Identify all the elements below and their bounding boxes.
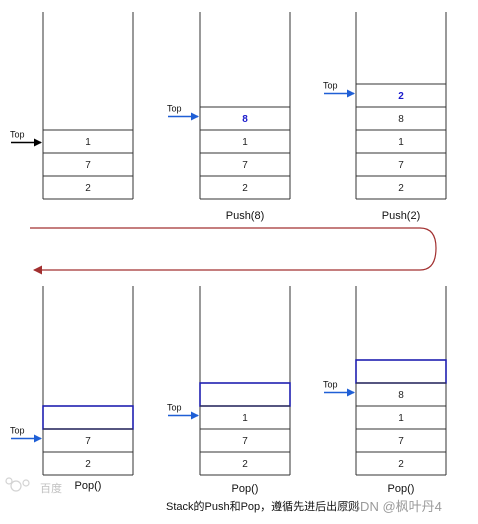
stack-cell-value: 1: [398, 137, 404, 148]
top-pointer-label: Top: [10, 426, 25, 436]
footer-caption: Stack的Push和Pop，遵循先进后出原则: [166, 499, 359, 513]
stack-cell-value: 2: [242, 459, 248, 470]
popped-slot: [355, 359, 447, 384]
stack-cell-value: 2: [242, 183, 248, 194]
stack-cell-value: 7: [242, 160, 248, 171]
top-pointer-label: Top: [323, 380, 338, 390]
stack-1: 1 7 2 Top: [10, 12, 134, 200]
stack-cell-value: 2: [398, 459, 404, 470]
caption-pop-2: Pop(): [232, 483, 259, 495]
stack-cell-value: 1: [398, 413, 404, 424]
popped-slot: [199, 382, 291, 407]
top-pointer-label: Top: [167, 104, 182, 114]
csdn-watermark: CSDN @枫叶丹4: [342, 499, 442, 514]
baidu-watermark: 百度: [40, 481, 62, 495]
baidu-logo-icon: [5, 477, 30, 492]
popped-slot: [42, 405, 134, 430]
stack-cell-value: 1: [242, 137, 248, 148]
stack-cell-value: 2: [85, 459, 91, 470]
stack-cell-value: 7: [85, 160, 91, 171]
stack-cell-value: 1: [85, 137, 91, 148]
stack-cell-value: 7: [242, 436, 248, 447]
stack-cell-value: 8: [398, 390, 404, 401]
top-pointer-label: Top: [323, 81, 338, 91]
stack-cell-value: 7: [85, 436, 91, 447]
stack-cell-value: 2: [398, 183, 404, 194]
top-pointer-label: Top: [10, 130, 25, 140]
flow-arrow: [30, 227, 437, 275]
stack-cell-value: 8: [398, 114, 404, 125]
stack-5: 1 7 2 Top: [167, 286, 291, 476]
caption-push-8: Push(8): [226, 210, 265, 222]
stack-cell-value: 7: [398, 160, 404, 171]
caption-pop-1: Pop(): [75, 480, 102, 492]
stack-cell-value: 2: [398, 91, 404, 102]
stack-cell-value: 8: [242, 114, 248, 125]
stack-4: 7 2 Top: [10, 286, 134, 476]
caption-push-2: Push(2): [382, 210, 421, 222]
top-pointer-label: Top: [167, 403, 182, 413]
stack-3: 2 8 1 7 2 Top: [323, 12, 447, 200]
caption-pop-3: Pop(): [388, 483, 415, 495]
stack-cell-value: 1: [242, 413, 248, 424]
stack-cell-value: 2: [85, 183, 91, 194]
stack-cell-value: 7: [398, 436, 404, 447]
stack-2: 8 1 7 2 Top: [167, 12, 291, 200]
stack-6: 8 1 7 2 Top: [323, 286, 447, 476]
